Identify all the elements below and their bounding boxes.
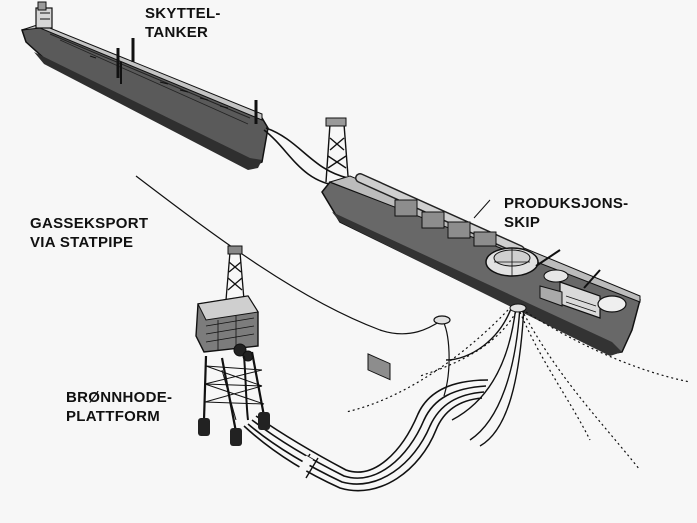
loading-hoses [263, 127, 349, 187]
label-production-ship: PRODUKSJONS- SKIP [504, 194, 628, 232]
label-shuttle-tanker: SKYTTEL- TANKER [145, 4, 221, 42]
riser-base [509, 303, 527, 313]
production-ship [321, 117, 641, 381]
shuttle-tanker [21, 1, 269, 170]
label-gas-export-line1: GASSEKSPORT [30, 215, 149, 232]
label-wellhead-platform: BRØNNHODE- PLATTFORM [66, 388, 172, 426]
label-wellhead-platform-line2: PLATTFORM [66, 408, 161, 425]
flowline-bundle [243, 379, 489, 492]
label-gas-export-line2: VIA STATPIPE [30, 234, 134, 251]
label-production-ship-line1: PRODUKSJONS- [504, 195, 629, 212]
label-gas-export: GASSEKSPORT VIA STATPIPE [30, 214, 148, 252]
mooring-lines [345, 309, 691, 471]
label-shuttle-tanker-line1: SKYTTEL- [145, 5, 221, 22]
gas-export-pipeline [135, 175, 451, 397]
label-shuttle-tanker-line2: TANKER [145, 24, 209, 41]
wellhead-platform [195, 245, 270, 446]
label-wellhead-platform-line1: BRØNNHODE- [66, 389, 173, 406]
label-production-ship-line2: SKIP [504, 214, 541, 231]
risers [445, 305, 525, 447]
pipe-break-gap [295, 455, 313, 479]
